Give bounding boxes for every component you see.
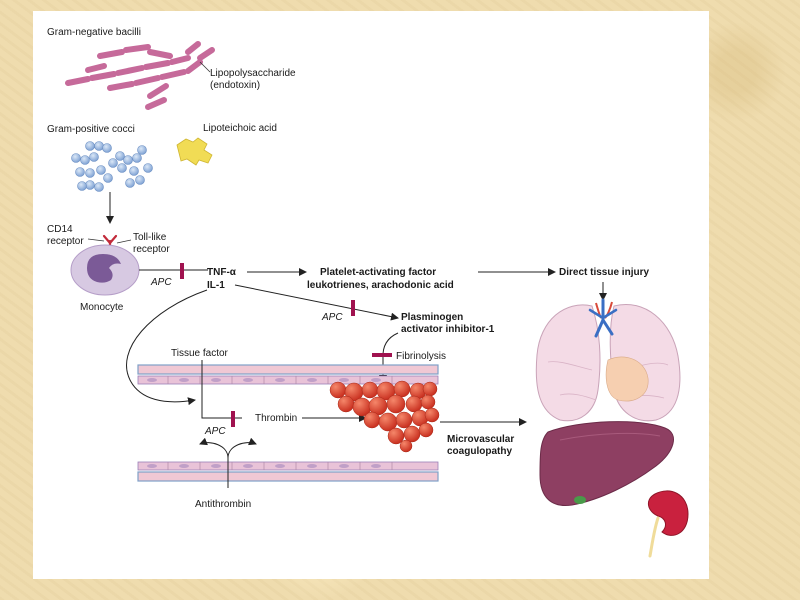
tnf-label: TNF-α xyxy=(207,267,237,278)
direct-injury-label: Direct tissue injury xyxy=(559,267,649,278)
microvascular-sublabel: coagulopathy xyxy=(447,446,512,457)
apc-block-1 xyxy=(180,263,184,279)
bacilli-icon xyxy=(65,41,215,110)
lps-sublabel: (endotoxin) xyxy=(210,80,260,91)
cocci-icon xyxy=(71,141,153,192)
antithrombin-right-arrow xyxy=(227,437,257,459)
pai-sublabel: activator inhibitor-1 xyxy=(401,324,495,335)
cytokine-to-tissue-factor-arrow xyxy=(126,289,208,406)
monocyte-label: Monocyte xyxy=(80,302,124,313)
kidney-icon xyxy=(647,490,689,558)
liver-icon xyxy=(539,421,674,507)
tlr-label: Toll-like xyxy=(133,232,167,243)
lipoteichoic-label: Lipoteichoic acid xyxy=(203,123,277,134)
pai-label: Plasminogen xyxy=(401,312,463,323)
apc-label-1: APC xyxy=(150,277,172,288)
fibrinolysis-block xyxy=(372,353,392,357)
apc-block-2 xyxy=(351,300,355,316)
fibrinolysis-label: Fibrinolysis xyxy=(396,351,446,362)
arrow-to-pai xyxy=(234,284,399,321)
lps-label: Lipopolysaccharide xyxy=(210,68,296,79)
tissue-factor-to-thrombin-line xyxy=(201,392,242,419)
gram-positive-label: Gram-positive cocci xyxy=(47,124,135,135)
cd14-label: CD14 xyxy=(47,224,73,235)
thrombin-label: Thrombin xyxy=(255,413,297,424)
paf-label: Platelet-activating factor xyxy=(320,267,436,278)
apc-label-2: APC xyxy=(321,312,343,323)
paf-sublabel: leukotrienes, arachodonic acid xyxy=(307,280,454,291)
microvascular-label: Microvascular xyxy=(447,434,514,445)
apc-label-3: APC xyxy=(204,426,226,437)
apc-block-3 xyxy=(231,411,235,427)
il1-label: IL-1 xyxy=(207,280,225,291)
gram-negative-label: Gram-negative bacilli xyxy=(47,27,141,38)
lps-pointer xyxy=(199,61,211,73)
tlr-pointer xyxy=(116,239,132,244)
tlr-sublabel: receptor xyxy=(133,244,170,255)
upper-vessel-wall xyxy=(137,364,439,385)
lower-vessel-wall xyxy=(137,461,439,482)
monocyte-icon xyxy=(70,244,140,296)
cd14-pointer xyxy=(87,238,105,242)
antithrombin-left-arrow xyxy=(199,437,229,459)
fibrinolysis-arrow xyxy=(379,332,399,383)
antithrombin-label: Antithrombin xyxy=(195,499,251,510)
lung-icon xyxy=(535,298,681,422)
cd14-sublabel: receptor xyxy=(47,236,84,247)
clot-icon xyxy=(329,380,440,453)
tissue-factor-label: Tissue factor xyxy=(171,348,229,359)
lipoteichoic-acid-icon xyxy=(176,137,213,166)
